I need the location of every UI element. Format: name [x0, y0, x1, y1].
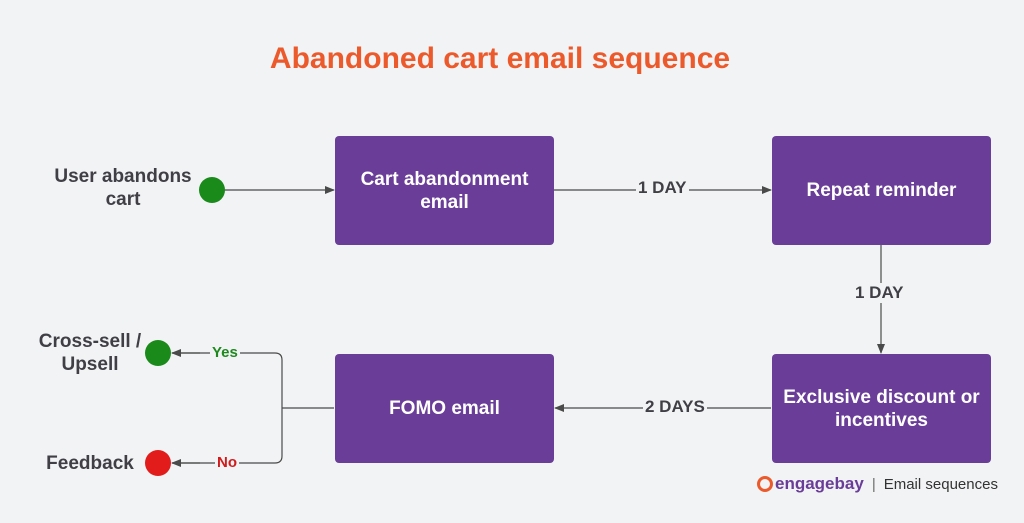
cart-abandonment-email-box: Cart abandonment email — [335, 136, 554, 245]
brand-logo-text: engagebay — [775, 474, 864, 493]
feedback-dot — [145, 450, 171, 476]
edge-label-yes: Yes — [210, 343, 240, 363]
exclusive-discount-box: Exclusive discount or incentives — [772, 354, 991, 463]
edge-label-no: No — [215, 453, 239, 473]
start-label: User abandons cart — [54, 166, 192, 210]
engagebay-logo-icon — [757, 476, 773, 492]
edge-label-1-day-b: 1 DAY — [853, 283, 906, 303]
start-dot — [199, 177, 225, 203]
edge-label-1-day-a: 1 DAY — [636, 178, 689, 198]
cross-sell-label: Cross-sell / Upsell — [38, 331, 142, 375]
feedback-label: Feedback — [46, 453, 134, 474]
cross-sell-dot — [145, 340, 171, 366]
brand-footer: engagebay | Email sequences — [757, 474, 998, 494]
edge-label-2-days: 2 DAYS — [643, 397, 707, 417]
repeat-reminder-box: Repeat reminder — [772, 136, 991, 245]
fomo-email-box: FOMO email — [335, 354, 554, 463]
diagram-title: Abandoned cart email sequence — [269, 42, 731, 75]
edge-fomo-branch — [172, 352, 334, 464]
brand-separator: | — [871, 475, 876, 493]
brand-tagline: Email sequences — [883, 475, 998, 493]
